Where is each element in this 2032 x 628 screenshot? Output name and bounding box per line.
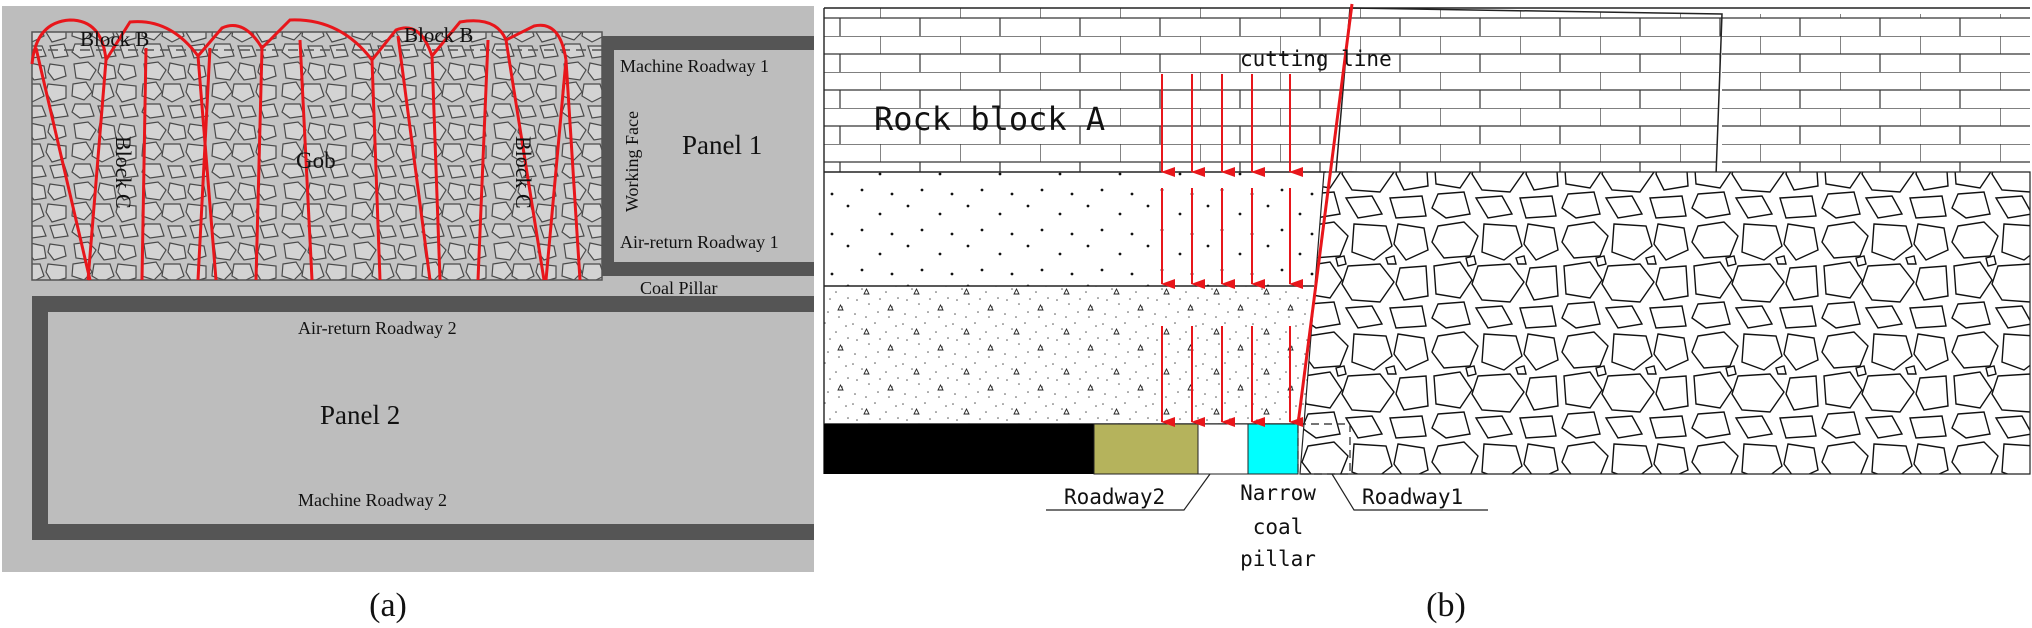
panel-a: Block B Block B Block C Block C Gob Mach…	[2, 6, 814, 624]
narrow-coal-pillar-label-1: Narrow	[1240, 481, 1316, 505]
working-face-label: Working Face	[622, 111, 642, 212]
block-b-right-label: Block B	[404, 23, 473, 47]
caved-boulder-zone	[1299, 171, 2031, 475]
block-b-left-label: Block B	[80, 27, 149, 51]
coal-seam	[824, 424, 1094, 474]
panel-2-left-bar	[32, 296, 48, 540]
gob-area	[31, 31, 603, 281]
speckled-layer	[824, 286, 1308, 424]
cutting-line	[1296, 3, 1354, 425]
broken-rock-block	[1335, 7, 1723, 177]
coal-pillar-label: Coal Pillar	[640, 278, 718, 298]
leader-lines	[1046, 473, 1488, 511]
panel-1-label: Panel 1	[682, 130, 762, 160]
panel-2-label: Panel 2	[320, 400, 400, 430]
block-c-right-label: Block C	[511, 136, 536, 209]
dotted-layer	[824, 172, 1324, 286]
gob-label: Gob	[296, 148, 336, 173]
air-return-roadway-2-label: Air-return Roadway 2	[298, 318, 457, 338]
rock-block-a-label: Rock block A	[874, 100, 1105, 138]
cutting-line-label: cutting line	[1240, 47, 1392, 71]
roadway2-label: Roadway2	[1064, 485, 1165, 509]
narrow-coal-pillar-label-3: pillar	[1240, 547, 1316, 571]
machine-roadway-2-bar	[32, 524, 814, 540]
machine-roadway-1-label: Machine Roadway 1	[620, 56, 769, 76]
block-c-left-label: Block C	[111, 136, 136, 209]
air-return-roadway-2-bar	[32, 296, 814, 312]
caption-b: (b)	[1426, 587, 1466, 624]
brick-layer-right	[1722, 14, 2030, 172]
working-face-bar	[600, 36, 614, 276]
roadway1-label: Roadway1	[1362, 485, 1463, 509]
gap-block	[1197, 423, 1249, 475]
load-arrows	[1161, 74, 1303, 427]
panel-b: Rock block A cutting line Roadway2 Roadw…	[823, 3, 2031, 624]
machine-roadway-2-label: Machine Roadway 2	[298, 490, 447, 510]
roadway-1-dashed-box	[1297, 423, 1351, 475]
brick-layer-left	[824, 8, 1348, 172]
air-return-roadway-1-label: Air-return Roadway 1	[620, 232, 779, 252]
roadway-2-block	[1093, 423, 1199, 475]
machine-roadway-1-bar	[600, 36, 814, 50]
narrow-coal-pillar-block	[1247, 423, 1299, 475]
caption-a: (a)	[369, 587, 407, 624]
narrow-coal-pillar-label-2: coal	[1253, 515, 1304, 539]
red-break-lines	[30, 18, 582, 281]
air-return-roadway-1-bar	[600, 262, 814, 276]
